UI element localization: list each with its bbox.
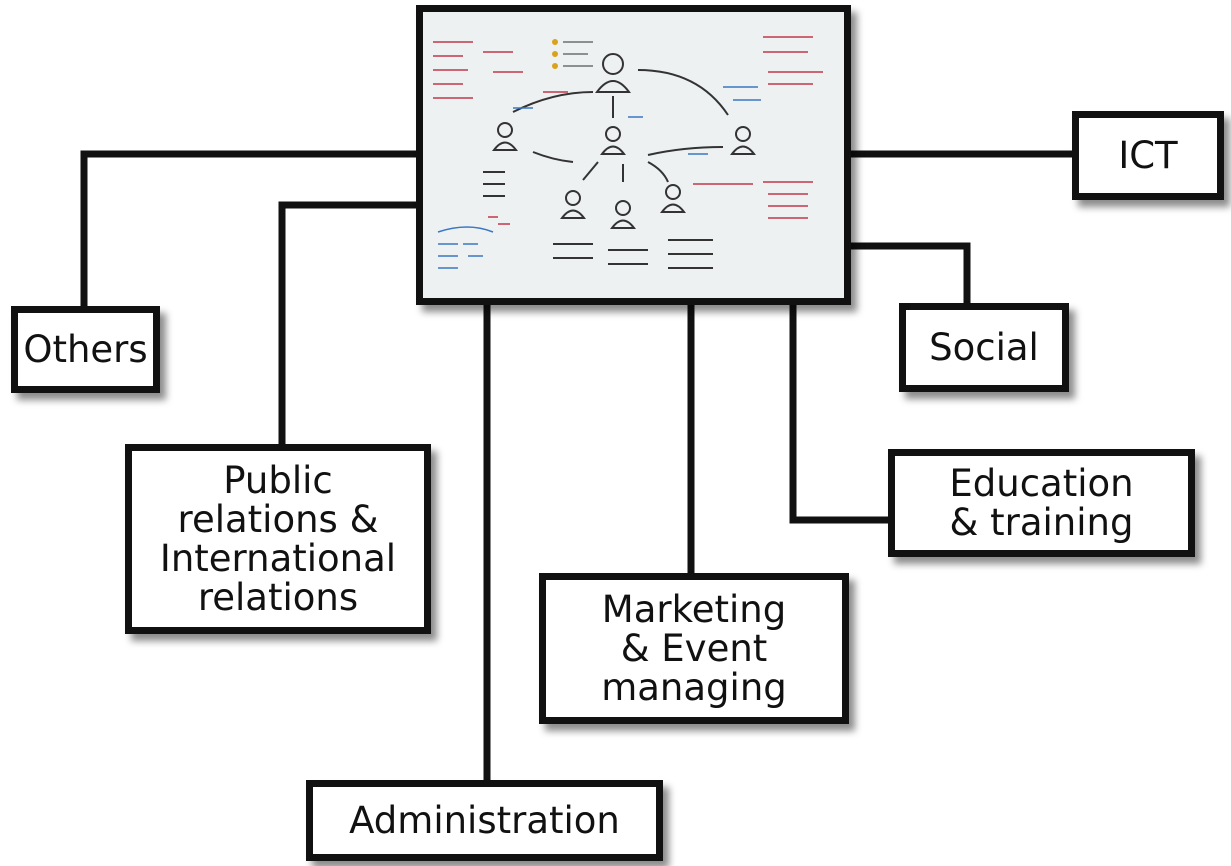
department-box-public-relations: Public relations & International relatio… xyxy=(125,444,431,634)
connector-others xyxy=(80,150,420,308)
department-label-social: Social xyxy=(929,326,1039,369)
department-box-marketing: Marketing & Event managing xyxy=(539,573,849,724)
connector-education xyxy=(789,300,890,524)
department-box-others: Others xyxy=(11,306,160,393)
department-label-others: Others xyxy=(23,328,148,371)
department-box-education: Education & training xyxy=(888,449,1195,557)
department-label-marketing: Marketing & Event managing xyxy=(601,588,787,709)
whiteboard-sketch-icon xyxy=(433,36,823,269)
connector-public-relations xyxy=(278,201,420,446)
department-label-ict: ICT xyxy=(1118,134,1178,177)
department-box-ict: ICT xyxy=(1072,111,1224,200)
whiteboard-image xyxy=(416,5,851,305)
department-label-education: Education & training xyxy=(949,462,1134,544)
department-box-social: Social xyxy=(899,303,1069,392)
department-box-administration: Administration xyxy=(306,780,663,861)
department-label-administration: Administration xyxy=(349,799,620,842)
department-label-public-relations: Public relations & International relatio… xyxy=(159,459,397,619)
connector-social xyxy=(850,242,971,305)
